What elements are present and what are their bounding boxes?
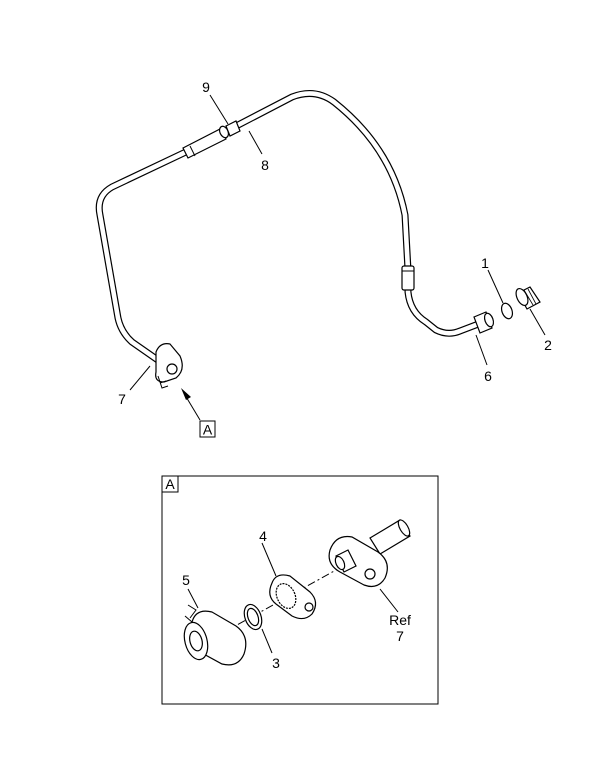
nut-2 — [515, 286, 541, 310]
housing-5 — [183, 604, 247, 666]
callout-ref-7: 7 — [396, 628, 404, 644]
tube-assembly — [95, 89, 541, 389]
tube-end-fitting — [473, 311, 495, 334]
callout-7: 7 — [118, 391, 126, 407]
detail-a-label: A — [165, 476, 175, 492]
tube-flange — [155, 343, 183, 389]
callout-4: 4 — [259, 528, 267, 544]
main-leaders — [129, 94, 546, 391]
detail-tube — [328, 519, 411, 588]
detail-a-panel: A — [161, 475, 439, 705]
callout-ref-word: Ref — [389, 612, 411, 628]
hose-joint-right — [401, 265, 415, 291]
tube-line-7-8 — [95, 89, 485, 369]
gasket-4 — [269, 574, 317, 620]
o-ring-1 — [500, 302, 514, 320]
view-marker-label: A — [203, 422, 213, 438]
callout-6: 6 — [484, 368, 492, 384]
callout-5: 5 — [182, 572, 190, 588]
callout-8: 8 — [261, 157, 269, 173]
callout-9: 9 — [202, 79, 210, 95]
callout-1: 1 — [481, 255, 489, 271]
callout-2: 2 — [544, 337, 552, 353]
hose-sleeve — [182, 120, 241, 159]
view-marker-a: A — [199, 420, 216, 438]
view-arrow — [181, 388, 201, 421]
callout-3: 3 — [272, 655, 280, 671]
